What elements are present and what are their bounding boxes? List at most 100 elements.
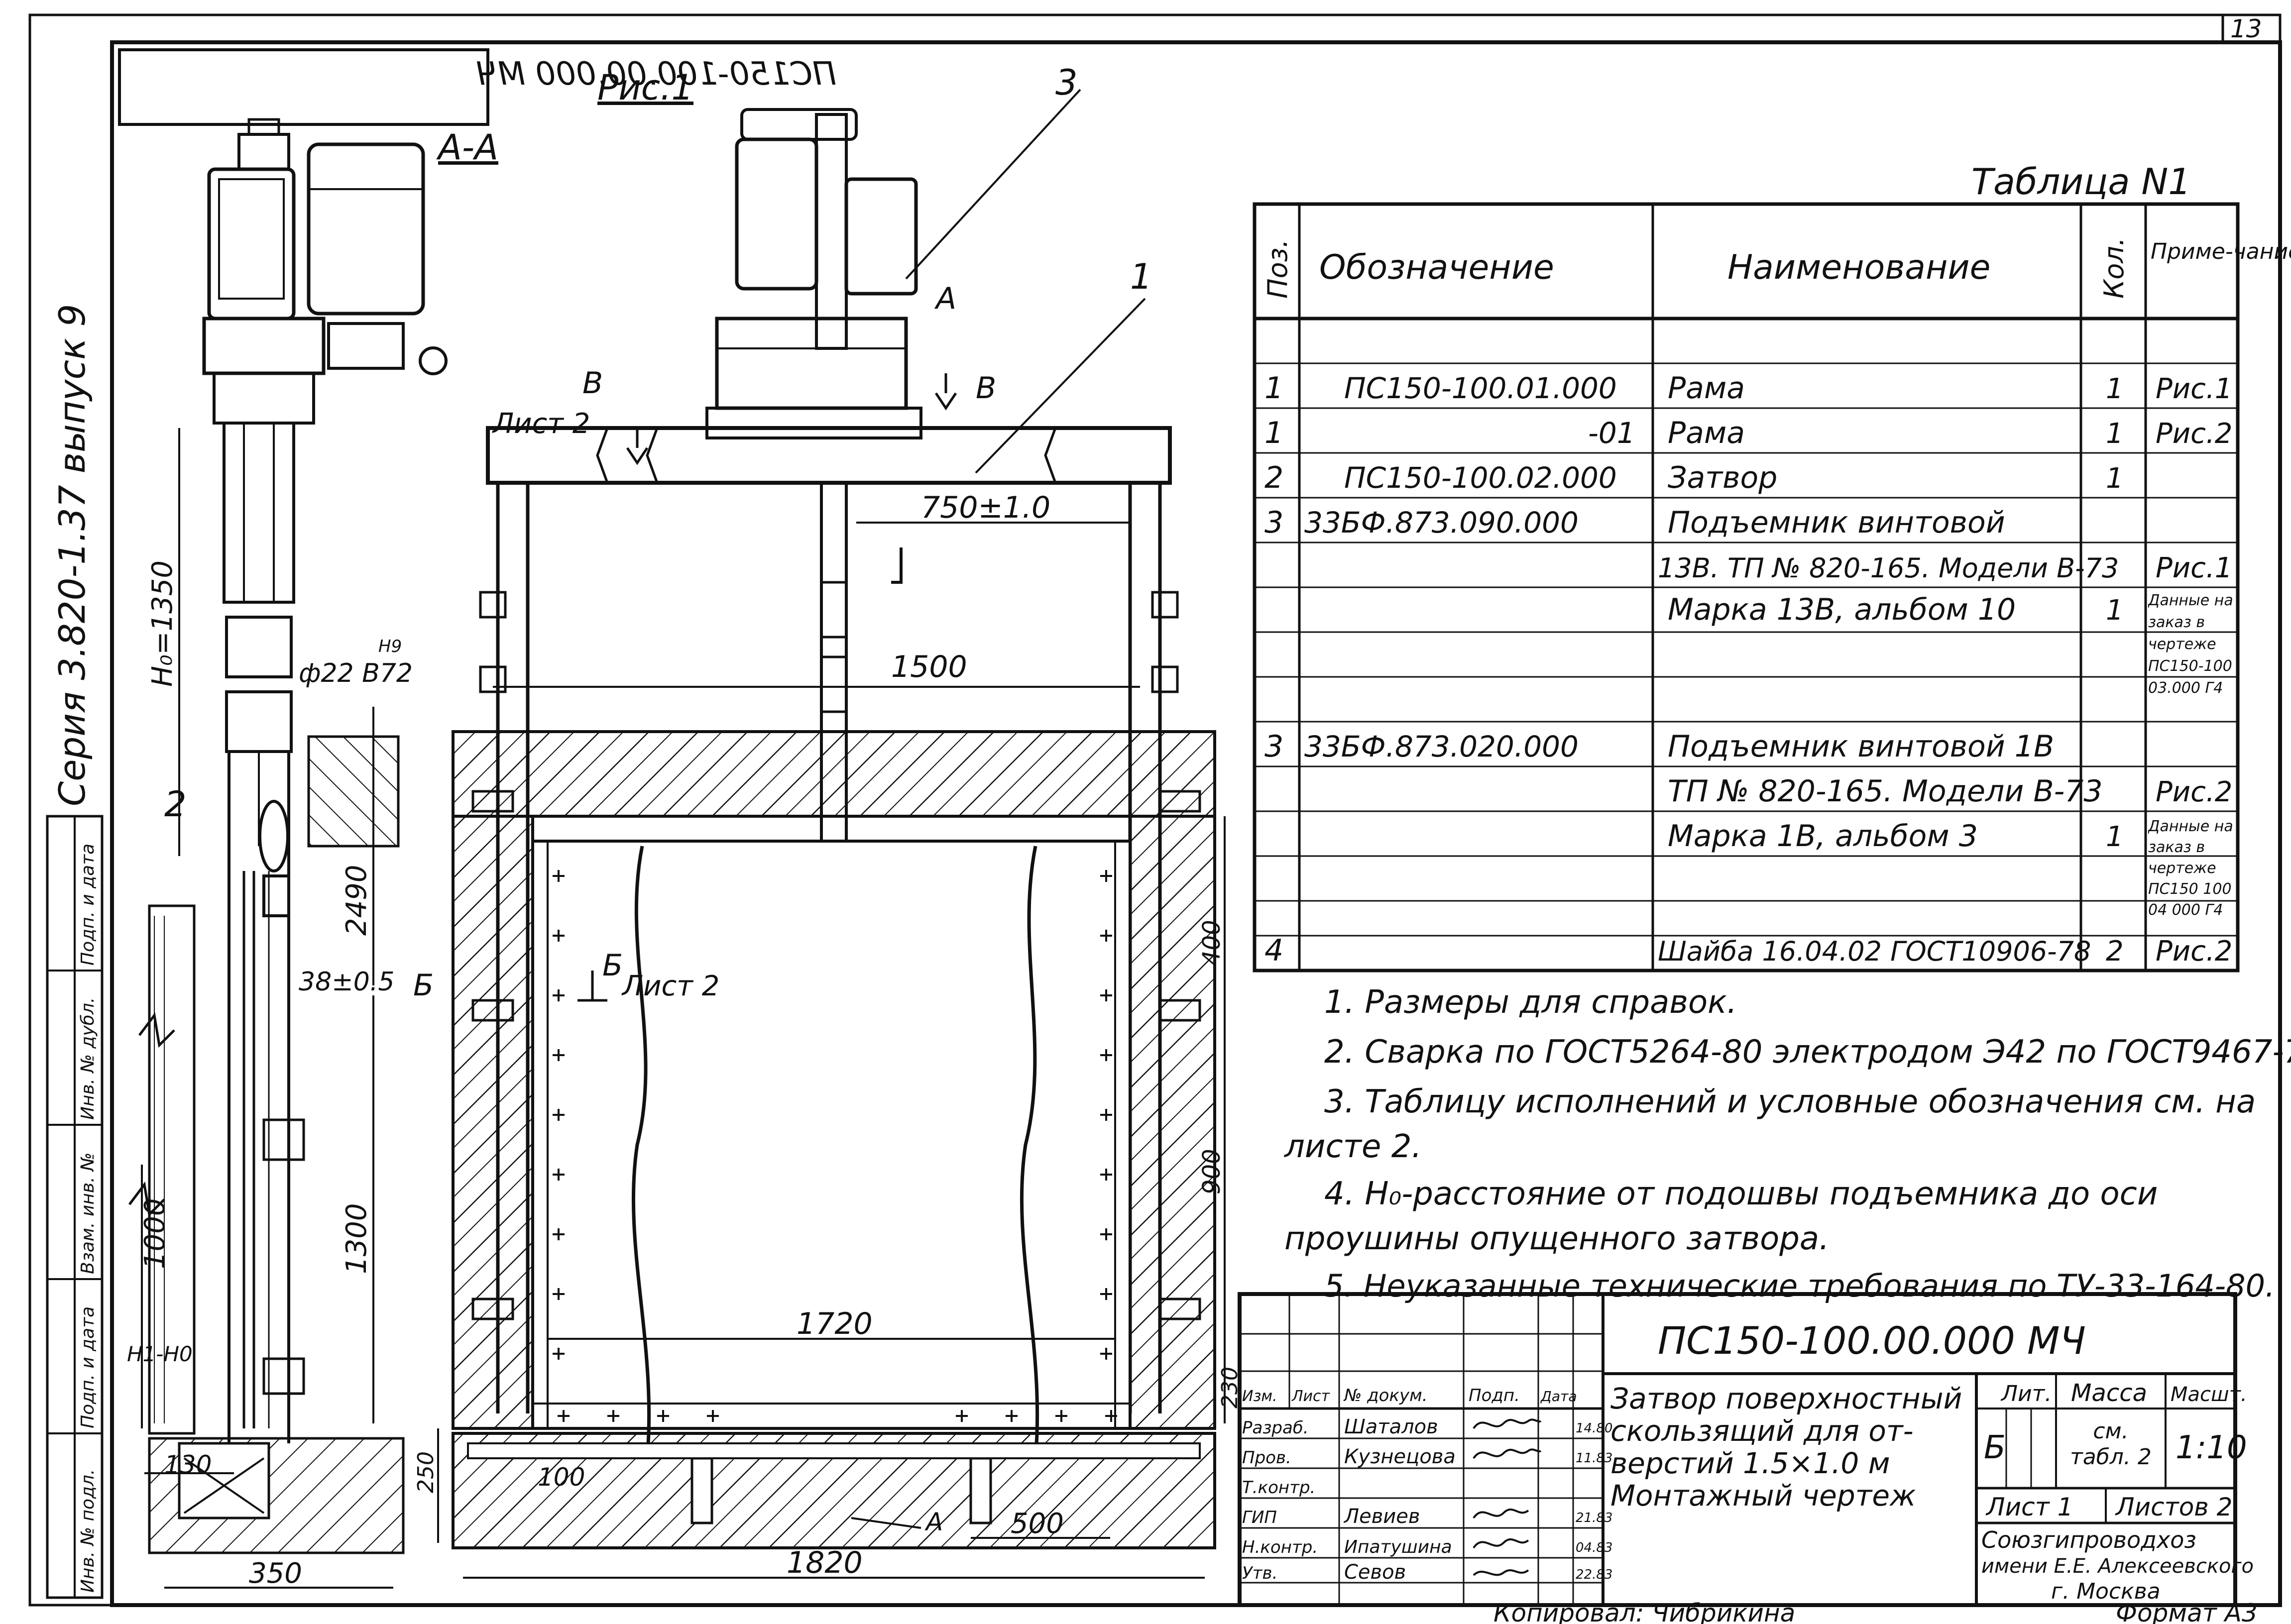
tb-role-5: Н.контр. <box>1242 1537 1318 1557</box>
r3-name: Подъемник винтовой <box>1668 505 2005 540</box>
title-block-grid <box>1238 1292 2237 1607</box>
tb-sheets: Листов 2 <box>2115 1493 2232 1521</box>
code-reversed: ПС150-100.00.000 МЧ <box>476 56 836 93</box>
r7-name: ТП № 820-165. Модели В-73 <box>1668 774 2103 809</box>
tb-lit-header: Лит. <box>2000 1381 2052 1407</box>
tb-name-4: Левиев <box>1343 1505 1420 1528</box>
r9-qty: 2 <box>2106 935 2124 968</box>
tb-col-list: Лист <box>1291 1388 1331 1405</box>
front-view-drawing <box>437 89 1226 1579</box>
dim-130: 130 <box>164 1450 212 1479</box>
tb-role-3: Т.контр. <box>1242 1478 1315 1498</box>
r8-name: Марка 1В, альбом 3 <box>1668 819 1978 854</box>
tb-org-1: Союзгипроводхоз <box>1981 1526 2196 1553</box>
r1-code: -01 <box>1588 416 1635 450</box>
r0-code: ПС150-100.01.000 <box>1344 371 1617 405</box>
r3-pos: 3 <box>1264 505 1283 540</box>
dim-pin: ф22 В72 <box>299 658 413 688</box>
side-label-1: Инв. № подл. <box>78 1469 98 1593</box>
r0-name: Рама <box>1668 371 1745 406</box>
r5-qty: 1 <box>2106 594 2124 627</box>
note-1: 1. Размеры для справок. <box>1324 984 1737 1021</box>
side-label-5: Подп. и дата <box>78 844 98 966</box>
note-5: 5. Неуказанные технические требования по… <box>1324 1268 2275 1304</box>
tb-date-2: 11.83 <box>1576 1451 1612 1466</box>
tb-mass-header: Масса <box>2071 1379 2147 1407</box>
dim-1820: 1820 <box>787 1545 863 1580</box>
r7-note: Рис.2 <box>2156 776 2232 808</box>
r8-note: Данные на заказ в чертеже ПС150 100 04 0… <box>2148 818 2233 919</box>
dim-h1: Н1-Н0 <box>127 1342 193 1366</box>
r0-qty: 1 <box>2106 373 2124 405</box>
r1-note: Рис.2 <box>2156 418 2232 450</box>
dim-1720: 1720 <box>797 1306 873 1341</box>
tb-col-izm: Изм. <box>1242 1388 1277 1405</box>
signatures <box>1473 1418 1542 1576</box>
tb-name-5: Ипатушина <box>1344 1537 1452 1557</box>
note-2: 2. Сварка по ГОСТ5264-80 электродом Э42 … <box>1324 1034 2291 1071</box>
page-number: 13 <box>2230 14 2262 43</box>
side-stamp <box>46 815 104 1599</box>
r0-pos: 1 <box>1264 371 1283 406</box>
dim-400: 400 <box>1198 920 1226 966</box>
dim-100: 100 <box>538 1463 585 1492</box>
footer-format: Формат А3 <box>2116 1599 2258 1624</box>
r5-note-box: Данные на заказ в чертеже ПС150-100 03.0… <box>2148 592 2233 697</box>
callout-3: 3 <box>1055 62 1078 103</box>
section-aa-drawing <box>128 118 448 1589</box>
th-name: Наименование <box>1727 248 1990 287</box>
tb-org-2: имени Е.Е. Алексеевского <box>1981 1555 2254 1578</box>
note-4: 4. Н₀-расстояние от подошвы подъемника д… <box>1324 1176 2158 1212</box>
r6-pos: 3 <box>1264 729 1283 764</box>
tb-col-date: Дата <box>1540 1388 1577 1405</box>
sheet-frame <box>28 13 2282 1607</box>
note-3b: листе 2. <box>1283 1128 1422 1165</box>
tb-date-5: 04.83 <box>1576 1540 1612 1555</box>
r5-name: Марка 13В, альбом 10 <box>1668 592 2016 627</box>
dim-750: 750±1.0 <box>921 490 1050 525</box>
callout-b-left: Б <box>413 968 434 1003</box>
callout-v-right: В <box>976 371 996 406</box>
tb-role-4: ГИП <box>1242 1508 1277 1527</box>
callout-1: 1 <box>1130 256 1152 297</box>
tb-date-4: 21.83 <box>1576 1511 1612 1525</box>
tb-scale-value: 1:10 <box>2176 1429 2247 1466</box>
r4-name: 13В. ТП № 820-165. Модели В-73 <box>1658 552 2119 584</box>
table-grid <box>1253 202 2240 973</box>
r1-qty: 1 <box>2106 418 2124 450</box>
tb-name-1: Шаталов <box>1344 1415 1438 1438</box>
tb-code: ПС150-100.00.000 МЧ <box>1658 1318 2086 1363</box>
dim-500: 500 <box>1011 1508 1064 1540</box>
side-label-4: Инв. № дубл. <box>78 997 98 1120</box>
r2-qty: 1 <box>2106 462 2124 495</box>
dim-1500: 1500 <box>891 650 967 684</box>
tb-sheet: Лист 1 <box>1985 1493 2073 1521</box>
tb-title-3: верстий 1.5×1.0 м <box>1610 1446 1890 1480</box>
tb-org-3: г. Москва <box>2051 1579 2161 1604</box>
r1-pos: 1 <box>1264 416 1283 450</box>
table-title: Таблица N1 <box>1971 161 2191 203</box>
th-code: Обозначение <box>1319 248 1554 287</box>
tb-date-6: 22.83 <box>1576 1567 1612 1582</box>
footer-copied: Копировал: Чибрикина <box>1493 1599 1795 1624</box>
fig1-label: Рис.1 <box>597 67 693 108</box>
dim-350: 350 <box>249 1557 302 1590</box>
tb-mass-value: см. табл. 2 <box>2070 1418 2152 1470</box>
tb-title-4: Монтажный чертеж <box>1610 1479 1916 1513</box>
callout-a-bottom: А <box>924 1508 943 1536</box>
r1-name: Рама <box>1668 416 1745 450</box>
r5-note: Данные на заказ в чертеже ПС150-100 03.0… <box>2148 592 2233 697</box>
tb-lit-value: Б <box>1984 1429 2006 1466</box>
r9-note: Рис.2 <box>2156 935 2232 968</box>
dim-1000: 1000 <box>139 1198 171 1269</box>
callout-v-left: В <box>582 366 603 401</box>
r6-code: 33БФ.873.020.000 <box>1304 730 1579 763</box>
callout-2: 2 <box>164 784 187 825</box>
side-label-2: Подп. и дата <box>78 1306 98 1428</box>
tb-mass-value-box: см. табл. 2 <box>2070 1418 2152 1470</box>
side-label-3: Взам. инв. № <box>78 1153 98 1274</box>
r8-note-box: Данные на заказ в чертеже ПС150 100 04 0… <box>2148 818 2233 919</box>
dim-230: 230 <box>1217 1367 1243 1408</box>
th-qty: Кол. <box>2098 237 2130 299</box>
